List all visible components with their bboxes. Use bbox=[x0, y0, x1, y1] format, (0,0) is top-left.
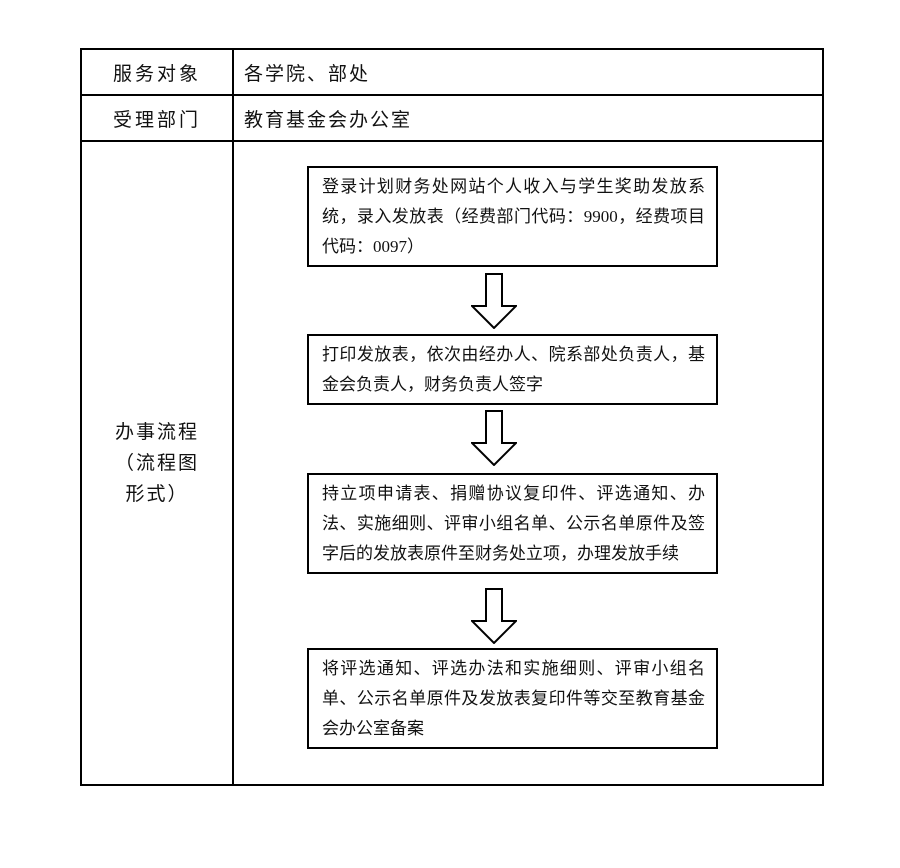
process-flowchart: 登录计划财务处网站个人收入与学生奖助发放系统，录入发放表（经费部门代码：9900… bbox=[234, 142, 822, 784]
row-service-target-value: 各学院、部处 bbox=[234, 50, 822, 96]
service-info-table: 服务对象 各学院、部处 受理部门 教育基金会办公室 办事流程 （流程图 形式） … bbox=[80, 48, 824, 786]
flowchart-column: 登录计划财务处网站个人收入与学生奖助发放系统，录入发放表（经费部门代码：9900… bbox=[307, 166, 718, 749]
down-arrow-icon bbox=[471, 410, 517, 466]
row-accepting-department-label: 受理部门 bbox=[82, 96, 234, 142]
flow-step-2-print-and-sign: 打印发放表，依次由经办人、院系部处负责人，基金会负责人，财务负责人签字 bbox=[307, 334, 718, 405]
row-accepting-department-value: 教育基金会办公室 bbox=[234, 96, 822, 142]
flow-step-3-submit-documents: 持立项申请表、捐赠协议复印件、评选通知、办法、实施细则、评审小组名单、公示名单原… bbox=[307, 473, 718, 574]
down-arrow-icon bbox=[471, 588, 517, 644]
row-process-flow-label: 办事流程 （流程图 形式） bbox=[82, 142, 234, 784]
down-arrow-icon bbox=[471, 273, 517, 329]
flow-step-4-file-for-record: 将评选通知、评选办法和实施细则、评审小组名单、公示名单原件及发放表复印件等交至教… bbox=[307, 648, 718, 749]
row-service-target-label: 服务对象 bbox=[82, 50, 234, 96]
flow-step-1-login-system: 登录计划财务处网站个人收入与学生奖助发放系统，录入发放表（经费部门代码：9900… bbox=[307, 166, 718, 267]
